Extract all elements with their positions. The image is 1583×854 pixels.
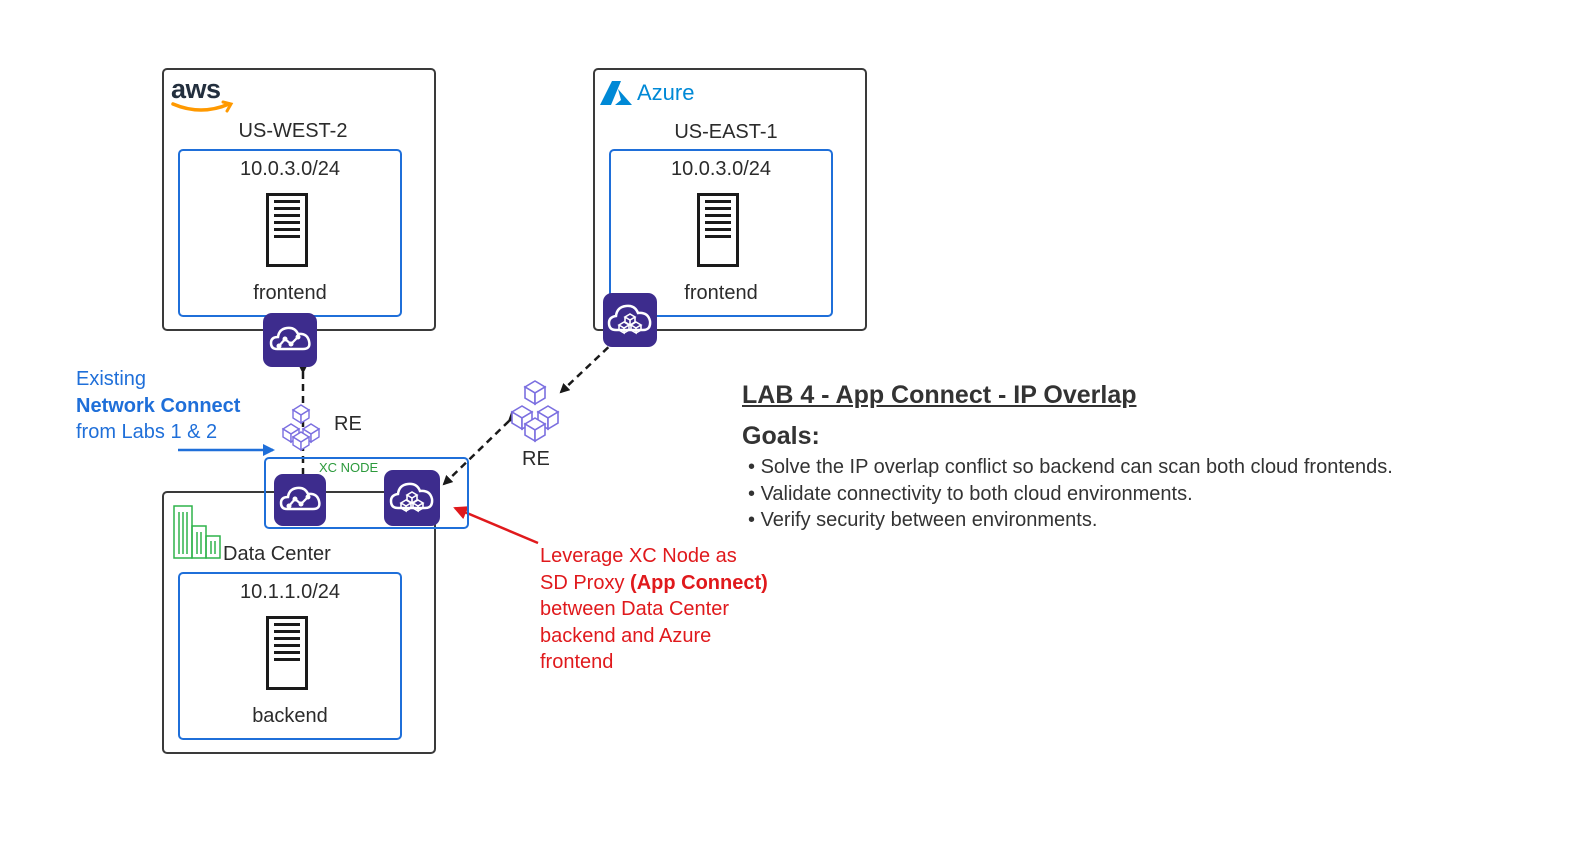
note-line: SD Proxy (App Connect) bbox=[540, 570, 768, 597]
azure-region-label: US-EAST-1 bbox=[674, 121, 778, 143]
cloud-network-icon bbox=[269, 326, 311, 351]
aws-logo-text: aws bbox=[171, 74, 221, 104]
note-text: SD Proxy bbox=[540, 571, 631, 594]
aws-server-label: frontend bbox=[253, 282, 327, 304]
note-line: from Labs 1 & 2 bbox=[76, 421, 218, 443]
datacenter-building-icon bbox=[173, 505, 221, 559]
datacenter-server-label: backend bbox=[252, 705, 328, 727]
existing-network-connect-note: Existing Network Connect from Labs 1 & 2 bbox=[76, 366, 240, 446]
note-line: Existing bbox=[76, 368, 147, 390]
aws-region-label: US-WEST-2 bbox=[238, 120, 348, 142]
azure-logo-text: Azure bbox=[637, 80, 695, 105]
leverage-xc-node-note: Leverage XC Node as SD Proxy (App Connec… bbox=[540, 543, 768, 676]
goal-text: Solve the IP overlap conflict so backend… bbox=[760, 456, 1393, 478]
server-icon bbox=[697, 193, 739, 267]
aws-network-connect-node-icon[interactable] bbox=[263, 313, 317, 367]
goal-item: • Verify security between environments. bbox=[748, 509, 1098, 531]
goal-item: • Validate connectivity to both cloud en… bbox=[748, 482, 1193, 505]
azure-server-label: frontend bbox=[684, 282, 758, 304]
dc-app-connect-node-icon[interactable] bbox=[384, 470, 440, 526]
re-left-icon bbox=[281, 404, 321, 452]
note-line: backend and Azure bbox=[540, 624, 712, 647]
dc-network-connect-node-icon[interactable] bbox=[274, 474, 326, 526]
re-right-label: RE bbox=[522, 448, 550, 470]
goal-item: • Solve the IP overlap conflict so backe… bbox=[748, 456, 1393, 478]
azure-logo: Azure bbox=[599, 80, 694, 106]
aws-logo: aws bbox=[171, 76, 235, 114]
aws-smile-icon bbox=[171, 100, 234, 113]
cloud-network-icon bbox=[279, 486, 321, 511]
server-icon bbox=[266, 616, 308, 690]
lab-title: LAB 4 - App Connect - IP Overlap bbox=[742, 381, 1137, 409]
note-line: between Data Center bbox=[540, 598, 730, 620]
datacenter-subnet-cidr: 10.1.1.0/24 bbox=[239, 581, 341, 603]
datacenter-subnet: 10.1.1.0/24 backend bbox=[178, 572, 402, 740]
azure-re-link bbox=[559, 329, 627, 394]
aws-subnet-cidr: 10.0.3.0/24 bbox=[239, 158, 341, 180]
note-line: Leverage XC Node as bbox=[540, 545, 737, 567]
azure-logo-icon bbox=[600, 81, 632, 105]
note-text-bold: (App Connect) bbox=[630, 571, 768, 594]
note-line: frontend bbox=[540, 651, 614, 673]
cloud-cubes-icon bbox=[389, 482, 434, 513]
note-line-bold: Network Connect bbox=[76, 394, 241, 417]
re-right-icon bbox=[510, 380, 560, 443]
datacenter-region-label: Data Center bbox=[223, 543, 331, 565]
xc-node-frame bbox=[264, 457, 469, 529]
azure-subnet-cidr: 10.0.3.0/24 bbox=[670, 158, 772, 180]
goals-heading: Goals: bbox=[742, 422, 820, 450]
xc-node-label: XC NODE bbox=[319, 460, 379, 475]
re-left-label: RE bbox=[334, 413, 362, 435]
aws-subnet: 10.0.3.0/24 frontend bbox=[178, 149, 402, 317]
re-xc-link bbox=[442, 411, 519, 486]
azure-app-connect-node-icon[interactable] bbox=[603, 293, 657, 347]
goals-list: • Solve the IP overlap conflict so backe… bbox=[748, 454, 1393, 534]
server-icon bbox=[266, 193, 308, 267]
goal-text: Validate connectivity to both cloud envi… bbox=[760, 482, 1193, 505]
cloud-cubes-icon bbox=[607, 304, 652, 335]
azure-subnet: 10.0.3.0/24 frontend bbox=[609, 149, 833, 317]
goal-text: Verify security between environments. bbox=[760, 509, 1098, 531]
